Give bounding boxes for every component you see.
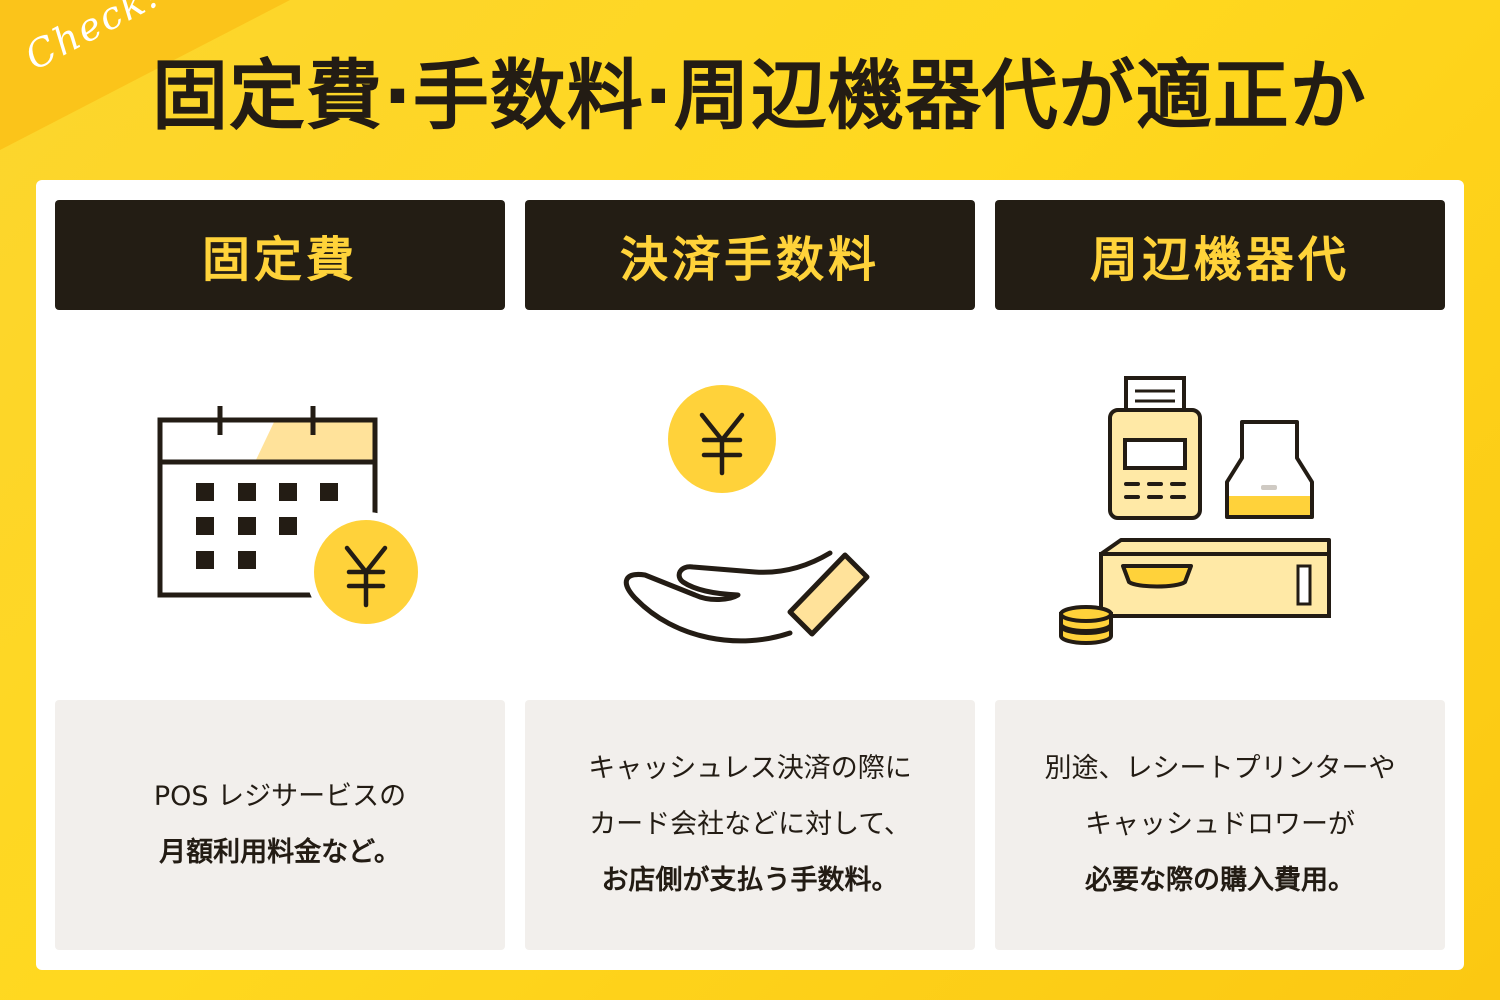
page-title: 固定費·手数料·周辺機器代が適正か	[152, 51, 1367, 140]
corner-accent	[0, 0, 290, 150]
hand-yen-coin-icon	[525, 310, 975, 700]
description-line: キャッシュドロワーが	[1085, 809, 1355, 840]
column-header-payment-fee: 決済手数料	[525, 200, 975, 310]
column-header-peripherals: 周辺機器代	[995, 200, 1445, 310]
description-emphasis: 必要な際の購入費用。	[1085, 865, 1355, 896]
column-peripherals: 周辺機器代	[995, 200, 1445, 950]
description-peripherals: 別途、レシートプリンターや キャッシュドロワーが 必要な際の購入費用。	[995, 700, 1445, 950]
column-header-fixed-cost: 固定費	[55, 200, 505, 310]
description-line: カード会社などに対して、	[589, 809, 911, 840]
calendar-yen-icon	[55, 310, 505, 700]
description-fixed-cost: POS レジサービスの 月額利用料金など。	[55, 700, 505, 950]
description-emphasis: お店側が支払う手数料。	[601, 865, 899, 896]
register-peripherals-icon	[995, 310, 1445, 700]
description-line: キャッシュレス決済の際に	[588, 753, 912, 784]
description-line: POS レジサービスの	[153, 781, 407, 812]
column-payment-fee: 決済手数料 キャッシュレス決済の際に カード会社などに対して、 お店側が支払う手…	[525, 200, 975, 950]
content-panel: 固定費	[36, 180, 1464, 970]
description-line: 別途、レシートプリンターや	[1044, 753, 1396, 784]
description-emphasis: 月額利用料金など。	[159, 837, 401, 868]
description-payment-fee: キャッシュレス決済の際に カード会社などに対して、 お店側が支払う手数料。	[525, 700, 975, 950]
column-fixed-cost: 固定費	[55, 200, 505, 950]
